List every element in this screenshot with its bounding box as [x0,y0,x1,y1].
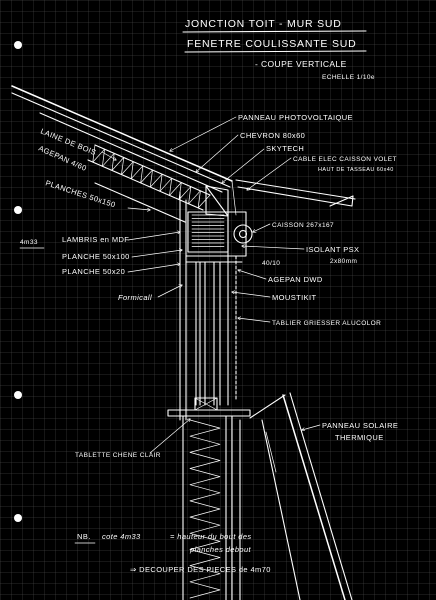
notes-block: NB. cote 4m33 = hauteur du bout des plan… [74,532,271,574]
solar-panel-front [282,394,346,600]
shutter-axle [233,224,253,244]
binder-hole [14,514,22,522]
binder-hole [14,391,22,399]
planches-line [94,182,186,223]
planche-20-label: PLANCHE 50x20 [62,267,125,276]
formicall-arrow [157,285,182,298]
leader-arrows [101,116,321,454]
binder-hole [14,41,22,49]
wall-insulation [189,419,221,599]
solar-panel-bracket [249,394,286,419]
shutter-roll [191,214,225,247]
agepan-dwd-arrow [238,270,267,280]
pv-panel-arrow [170,116,237,151]
cable-label: CABLE ELEC CAISSON VOLET [293,156,397,163]
solar-panel-leg [261,419,301,600]
planche-100-arrow [131,250,182,258]
wall-window-assembly [167,191,253,421]
nb-cote: cote 4m33 [102,532,141,541]
cable-arrow [247,157,292,190]
lambris-arrow [127,232,180,241]
roof-assembly [11,85,356,223]
lower-wall [182,415,241,600]
tablette-arrow [149,419,190,454]
title-block: JONCTION TOIT - MUR SUD FENETRE COULISSA… [182,18,375,81]
lambris-label: LAMBRIS en MDF [62,235,129,244]
drawing-subtitle: FENETRE COULISSANTE SUD [187,38,357,50]
drawing-title: JONCTION TOIT - MUR SUD [185,18,342,30]
height-mark-label: 4m33 [20,239,38,246]
tasseau-label: HAUT DE TASSEAU 60x40 [318,167,394,173]
chevron-arrow [196,134,239,172]
caisson-label: CAISSON 267x167 [272,222,334,229]
chevron-label: CHEVRON 80x60 [240,131,305,140]
moustikit-label: MOUSTIKIT [272,293,316,302]
drawing-scale: ECHELLE 1/10e [322,74,375,81]
isolant-arrow [242,246,305,250]
angle-label: 40/10 [262,260,280,267]
roof-membrane-line [11,92,231,188]
skytech-arrow [222,148,265,183]
pv-panel-label: PANNEAU PHOTOVOLTAIQUE [238,113,353,122]
formicall-label: Formicall [118,293,152,302]
nb-label: NB. [77,532,91,541]
cable-duct [231,180,237,216]
solar-panel-label-2: THERMIQUE [335,433,384,442]
eave-edge [329,195,354,207]
isolant-dim-label: 2x80mm [330,258,357,265]
cut-instruction: ⇒ DECOUPER DES PIECES de 4m70 [130,565,271,574]
laine-arrow [101,151,116,160]
title-underline [182,30,367,33]
binder-holes [14,41,22,522]
caisson-arrow [253,223,271,232]
solar-panel-brace [265,431,277,473]
isolant-label: ISOLANT PSX [306,245,359,254]
solar-panel-back [289,392,353,600]
nb-equation-2: planches debout [189,545,252,554]
tablier-arrow [238,318,271,323]
pv-panel-line [11,85,233,182]
binder-hole [14,206,22,214]
solar-thermal-panel [249,392,353,600]
shutter-axle-core [238,229,248,239]
planche-20-arrow [127,264,180,273]
agepan-dwd-label: AGEPAN DWD [268,275,323,284]
insulation-bottom-line [87,159,204,211]
chevron-underside-line [39,112,223,193]
wood-fibre-insulation [92,144,211,209]
skytech-label: SKYTECH [266,144,304,153]
window-sill-cross [194,397,218,411]
planche-100-label: PLANCHE 50x100 [62,252,130,261]
solar-panel-label: PANNEAU SOLAIRE [322,421,398,430]
view-type: - COUPE VERTICALE [255,59,347,69]
eave-bottom-line [237,186,353,207]
tablier-label: TABLIER GRIESSER ALUCOLOR [272,320,381,327]
moustikit-arrow [232,292,271,298]
solar-panel-arrow [302,424,321,430]
planches-arrow [127,207,150,210]
sill-board [167,409,251,417]
nb-equation: = hauteur du bout des [170,532,252,541]
tablette-label: TABLETTE CHENE CLAIR [75,452,161,459]
subtitle-underline [184,50,367,53]
